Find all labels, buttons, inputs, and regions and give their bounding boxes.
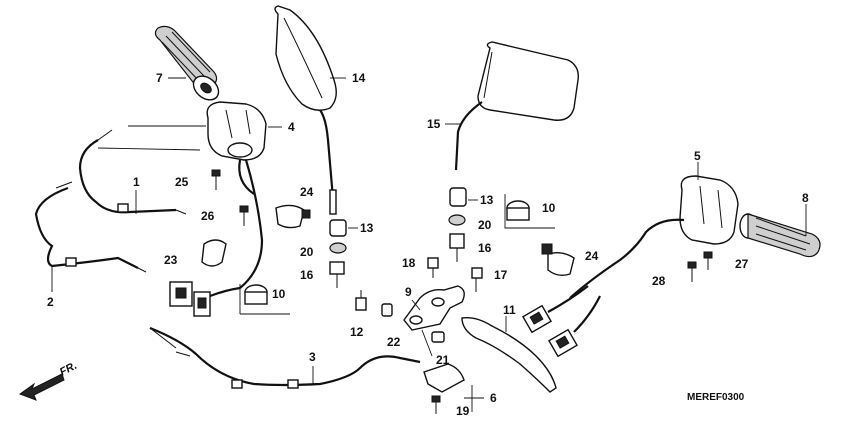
part-label-21: 21 bbox=[436, 353, 450, 367]
screws-right bbox=[687, 251, 713, 282]
part-label-24-right: 24 bbox=[585, 249, 599, 263]
part-label-20-left: 20 bbox=[300, 245, 314, 259]
plug-left bbox=[239, 284, 290, 315]
part-label-13-left: 13 bbox=[360, 221, 374, 235]
bar-end-stack-center bbox=[448, 187, 467, 262]
part-label-18: 18 bbox=[402, 256, 416, 270]
part-label-26: 26 bbox=[201, 209, 215, 223]
front-direction-arrow bbox=[18, 373, 65, 401]
brake-lever bbox=[461, 316, 557, 393]
part-label-3: 3 bbox=[309, 350, 316, 364]
part-label-12: 12 bbox=[350, 325, 364, 339]
part-label-25: 25 bbox=[175, 175, 189, 189]
part-label-14: 14 bbox=[352, 71, 366, 85]
right-switch-housing bbox=[569, 175, 739, 299]
part-label-19: 19 bbox=[456, 404, 470, 418]
part-label-16-left: 16 bbox=[300, 268, 314, 282]
part-label-1: 1 bbox=[133, 175, 140, 189]
part-label-24-left: 24 bbox=[300, 185, 314, 199]
part-label-20-center: 20 bbox=[478, 218, 492, 232]
cable-clamp-left bbox=[201, 239, 227, 267]
part-label-5: 5 bbox=[694, 149, 701, 163]
left-switch-housing bbox=[206, 101, 267, 289]
part-label-13-center: 13 bbox=[480, 193, 494, 207]
nut-21 bbox=[431, 331, 445, 343]
part-label-17: 17 bbox=[494, 268, 508, 282]
pivot-bolt-12 bbox=[355, 290, 393, 317]
part-label-23: 23 bbox=[164, 253, 178, 267]
clutch-cable bbox=[149, 326, 421, 389]
part-label-28: 28 bbox=[652, 274, 666, 288]
part-label-2: 2 bbox=[47, 295, 54, 309]
part-label-27: 27 bbox=[735, 257, 749, 271]
right-connectors bbox=[522, 285, 601, 358]
clutch-lever-bracket bbox=[403, 285, 465, 331]
left-mirror bbox=[274, 5, 337, 215]
left-grip bbox=[154, 25, 220, 101]
throttle-cables bbox=[34, 129, 187, 273]
plug-right bbox=[504, 194, 555, 229]
screws-left bbox=[211, 169, 249, 226]
screw-18 bbox=[427, 257, 439, 278]
cable-clamp-24a bbox=[275, 204, 305, 229]
clamp-tab bbox=[301, 209, 311, 219]
part-label-9: 9 bbox=[405, 285, 412, 299]
part-label-7: 7 bbox=[156, 71, 163, 85]
part-label-4: 4 bbox=[288, 120, 295, 134]
part-label-10-right: 10 bbox=[542, 201, 556, 215]
bar-end-stack-left bbox=[329, 219, 347, 288]
part-label-10-left: 10 bbox=[272, 287, 286, 301]
part-label-6: 6 bbox=[490, 391, 497, 405]
part-label-15: 15 bbox=[427, 117, 441, 131]
front-label: FR. bbox=[58, 360, 79, 379]
part-label-16-center: 16 bbox=[478, 241, 492, 255]
left-connectors bbox=[169, 281, 241, 317]
diagram-code: MEREF0300 bbox=[687, 392, 745, 403]
leader-lines bbox=[51, 77, 807, 412]
part-label-11: 11 bbox=[503, 303, 516, 317]
part-label-22: 22 bbox=[387, 335, 401, 349]
part-label-8: 8 bbox=[802, 191, 809, 205]
clutch-switch bbox=[423, 363, 465, 414]
right-mirror bbox=[454, 41, 579, 171]
cable-clamp-24b bbox=[547, 251, 575, 277]
right-grip bbox=[739, 213, 821, 258]
bolt-17 bbox=[471, 267, 483, 292]
clamp-tab-right bbox=[541, 243, 553, 255]
